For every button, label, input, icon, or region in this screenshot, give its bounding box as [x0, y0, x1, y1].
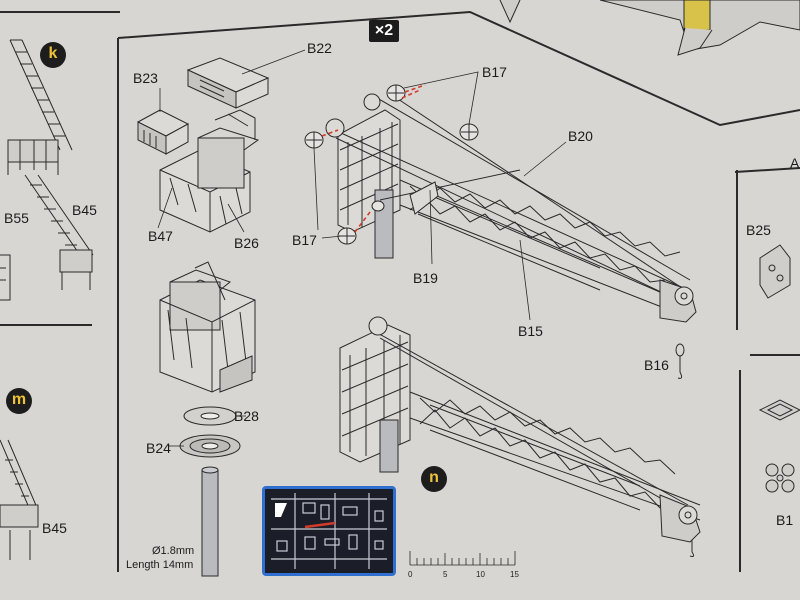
part-label-b1: B1 [776, 512, 794, 528]
part-label-b17-top: B17 [482, 64, 507, 80]
part-label-b19: B19 [413, 270, 438, 286]
rod-length-note: Length 14mm [126, 559, 194, 571]
partial-parts-top-right [499, 0, 800, 56]
hook-part-b16 [675, 343, 685, 379]
crane-boom-lower [339, 316, 701, 557]
sprue-inset-illustration [265, 489, 393, 573]
part-label-b20: B20 [568, 128, 593, 144]
leader-lines-left [157, 187, 246, 447]
part-label-b45-top: B45 [72, 202, 97, 218]
part-label-b28: B28 [234, 408, 259, 424]
part-label-b25: B25 [746, 222, 771, 238]
ladder-assembly-m [0, 439, 39, 560]
part-label-b55: B55 [4, 210, 29, 226]
part-label-a-partial: A [790, 155, 800, 171]
panel-borders [0, 10, 800, 572]
handwheel-parts-b17 [304, 84, 479, 245]
step-marker-m: m [6, 388, 32, 414]
cab-assembly-lower [159, 261, 256, 577]
part-label-b22: B22 [307, 40, 332, 56]
quantity-badge: ×2 [369, 20, 399, 42]
part-label-b17-left: B17 [292, 232, 317, 248]
part-label-b16: B16 [644, 357, 669, 373]
step-marker-n: n [421, 466, 447, 492]
step-marker-k: k [40, 42, 66, 68]
scale-ruler [409, 551, 516, 566]
cab-roof-parts [136, 57, 270, 155]
ladder-assembly-k [0, 39, 94, 301]
part-label-b26: B26 [234, 235, 259, 251]
rod-diameter-note: Ø1.8mm [152, 545, 195, 557]
assembly-arrows [321, 84, 426, 233]
leader-lines-top [159, 49, 306, 112]
part-b25 [759, 244, 791, 299]
leader-lines-boom [313, 71, 567, 321]
cab-assembly-upper [159, 109, 260, 233]
part-label-b23: B23 [133, 70, 158, 86]
scale-tick-label: 5 [443, 570, 448, 579]
part-label-b45-bottom: B45 [42, 520, 67, 536]
scale-tick-label: 0 [408, 570, 413, 579]
sprue-inset-photo [262, 486, 396, 576]
part-label-b15: B15 [518, 323, 543, 339]
part-label-b47: B47 [148, 228, 173, 244]
part-label-b24: B24 [146, 440, 171, 456]
scale-tick-label: 10 [476, 570, 485, 579]
parts-b1 [758, 399, 800, 493]
scale-tick-label: 15 [510, 570, 519, 579]
